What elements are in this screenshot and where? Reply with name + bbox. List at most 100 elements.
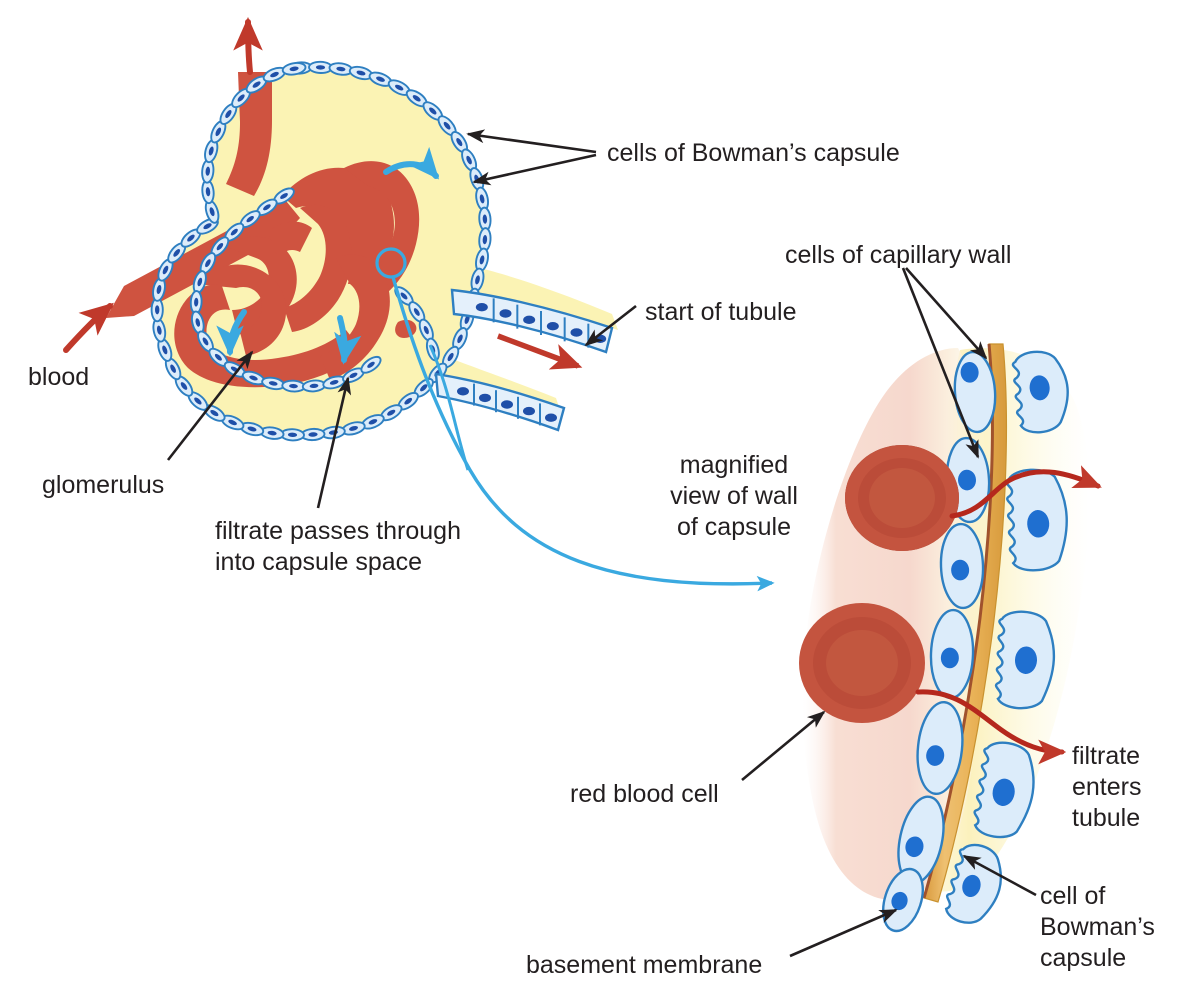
label-filtrate-enters-tubule: filtrate enters tubule	[1072, 742, 1142, 832]
cell-nucleus	[349, 372, 358, 378]
cell-nucleus	[280, 193, 288, 199]
tubule-cell-nucleus	[457, 387, 469, 396]
bowmans-capsule-cell	[301, 379, 327, 393]
tubule-cell-nucleus	[499, 309, 512, 318]
cell-nucleus	[308, 432, 318, 437]
cell-nucleus	[268, 381, 278, 386]
cell-nucleus	[420, 384, 428, 392]
blood-flow-arrows	[63, 16, 263, 353]
bowmans-capsule-cell	[281, 379, 306, 393]
cell-nucleus	[940, 647, 959, 669]
cell-nucleus	[173, 249, 181, 257]
tubule-flow-arrow	[497, 333, 583, 370]
bowmans-capsule-cell	[204, 138, 219, 164]
leader-cell-of-bowmans	[962, 854, 1037, 897]
leader-bowmans-capsule-2	[472, 153, 597, 186]
capillary-wall-cell	[953, 350, 997, 434]
cell-nucleus	[267, 430, 277, 436]
bowmans-capsule-cell	[189, 290, 203, 315]
cell-nucleus	[194, 397, 202, 405]
leader-red-blood-cell	[741, 710, 826, 782]
cell-nucleus	[1014, 646, 1038, 674]
cell-nucleus	[957, 469, 977, 491]
capillary-wall-cells	[882, 350, 997, 933]
cell-nucleus	[456, 138, 463, 147]
basement-membrane-edge	[922, 343, 994, 899]
bowmans-capsule-cell	[360, 355, 382, 374]
cell-nucleus	[215, 127, 222, 137]
cell-nucleus	[413, 308, 420, 316]
cell-nucleus	[349, 425, 358, 431]
bowmans-capsule-cell	[281, 62, 307, 76]
leader-capillary-wall-1	[905, 267, 988, 360]
capillary-wall-cell	[939, 522, 985, 610]
bowmans-capsule-cell	[204, 199, 220, 224]
cell-nucleus	[905, 836, 924, 858]
bowmans-capsule-cell	[418, 318, 434, 342]
label-blood: blood	[28, 363, 90, 391]
filtrate-arrows	[216, 146, 440, 365]
cell-nucleus	[252, 81, 261, 88]
callout-circle	[375, 247, 407, 279]
label-red-blood-cell: red blood cell	[570, 780, 719, 808]
tubule-cell-nucleus	[545, 413, 557, 422]
cell-nucleus	[951, 559, 970, 581]
bowmans-capsule-cell	[262, 66, 287, 83]
cell-nucleus	[926, 745, 945, 766]
cell-nucleus	[395, 84, 404, 91]
cell-nucleus	[194, 297, 199, 307]
cell-nucleus	[457, 334, 463, 344]
cell-nucleus	[289, 66, 299, 72]
cell-nucleus	[387, 409, 396, 416]
label-cells-of-bowmans-capsule: cells of Bowman’s capsule	[607, 139, 900, 167]
cell-nucleus	[210, 410, 219, 417]
label-glomerulus: glomerulus	[42, 471, 165, 499]
cell-nucleus	[960, 361, 979, 383]
cell-nucleus	[208, 146, 214, 156]
cell-nucleus	[368, 419, 378, 425]
cell-nucleus	[230, 228, 238, 236]
cell-nucleus	[400, 292, 408, 300]
tubule-cell-nucleus	[475, 302, 488, 312]
cell-nucleus	[376, 76, 385, 82]
bowmans-capsule-cell-magnified	[994, 610, 1056, 710]
label-leader-lines	[166, 129, 1037, 958]
cell-nucleus	[203, 223, 212, 230]
cell-nucleus	[246, 215, 254, 223]
bowmans-capsule-cell	[308, 60, 333, 74]
cell-nucleus	[404, 397, 413, 405]
red-blood-cells	[799, 445, 959, 723]
cell-nucleus	[180, 382, 188, 390]
bowmans-capsule-cell-ring	[150, 60, 492, 442]
leader-glomerulus	[166, 350, 254, 461]
cell-nucleus	[1027, 510, 1050, 538]
bowmans-capsule-cell	[475, 247, 489, 273]
cell-nucleus	[270, 71, 279, 78]
cell-nucleus	[479, 194, 485, 204]
cell-nucleus	[195, 318, 201, 327]
bowmans-capsule-cells-magnified	[944, 350, 1069, 924]
cell-nucleus	[162, 345, 168, 355]
cell-nucleus	[205, 259, 211, 268]
cell-nucleus	[187, 234, 195, 242]
bowmans-capsule-cell-magnified	[1005, 468, 1068, 572]
filtration-arrows	[915, 465, 1102, 765]
cell-nucleus	[475, 275, 480, 285]
cell-nucleus	[315, 65, 326, 70]
cell-nucleus	[962, 874, 981, 898]
label-filtrate-passes-through: filtrate passes through into capsule spa…	[215, 517, 461, 576]
cell-nucleus	[216, 242, 224, 251]
callout-connector	[391, 276, 775, 592]
cell-nucleus	[367, 361, 375, 368]
cell-nucleus	[202, 337, 209, 346]
capillary-wall-cell	[916, 700, 964, 796]
cell-nucleus	[482, 214, 488, 224]
tubule-cell-nucleus	[479, 393, 491, 403]
label-cell-of-bowmans-capsule: cell of Bowman’s capsule	[1040, 882, 1155, 972]
tubule-cell-nucleus	[570, 328, 583, 337]
cell-nucleus	[891, 891, 908, 911]
filtration-arrow-lower	[915, 689, 1067, 765]
cell-nucleus	[162, 265, 169, 275]
leader-filtrate-passes	[316, 376, 352, 509]
